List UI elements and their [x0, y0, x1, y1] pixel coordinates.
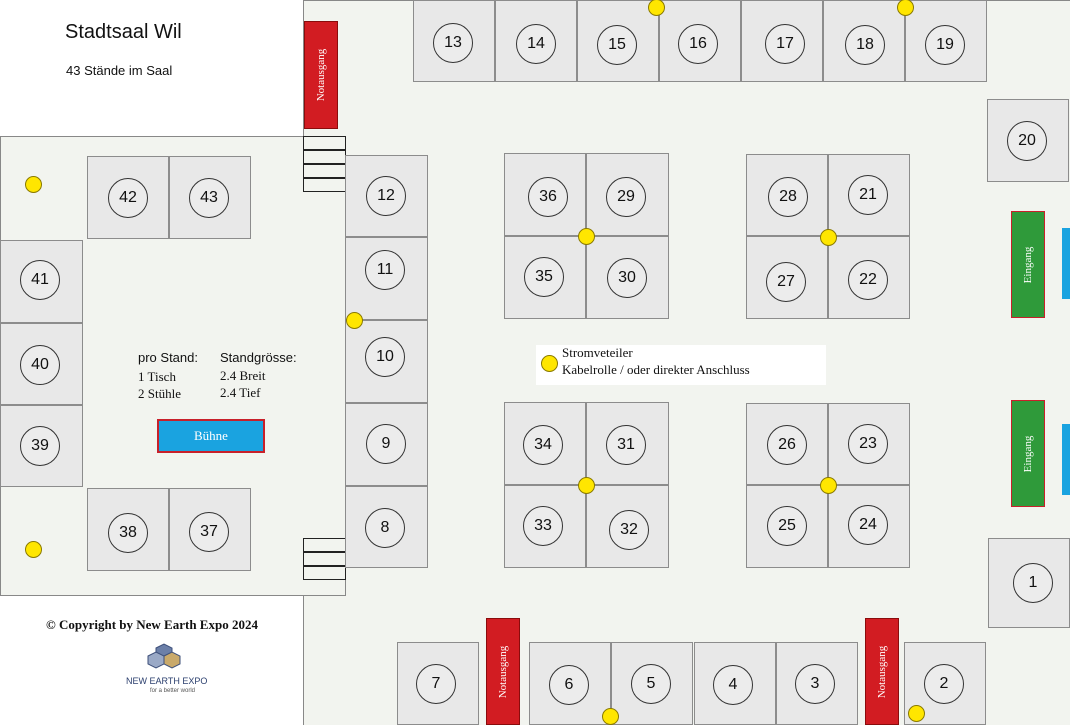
booth-number: 13: [433, 23, 473, 63]
booth-number: 29: [606, 177, 646, 217]
legend-line1: Stromveteiler: [562, 345, 633, 360]
booth-number: 24: [848, 505, 888, 545]
stairs-lower: [303, 538, 346, 552]
entrance-upper: Eingang: [1011, 211, 1045, 318]
booth-number: 16: [678, 24, 718, 64]
booth-number: 33: [523, 506, 563, 546]
booth-number: 2: [924, 664, 964, 704]
booth-number: 5: [631, 664, 671, 704]
entrance-label: Eingang: [1022, 435, 1034, 472]
booth-number: 36: [528, 177, 568, 217]
booth-number: 26: [767, 425, 807, 465]
per-stand-line: 2 Stühle: [138, 386, 181, 401]
booth-number: 34: [523, 425, 563, 465]
booth-number: 20: [1007, 121, 1047, 161]
booth-number: 7: [416, 664, 456, 704]
entrance-lower: Eingang: [1011, 400, 1045, 507]
page-subtitle: 43 Stände im Saal: [66, 63, 173, 78]
stairs-upper: [303, 164, 346, 178]
power-outlet-icon: [577, 227, 595, 245]
per-stand-title: pro Stand:: [138, 350, 198, 365]
power-outlet-icon: [24, 540, 42, 558]
stage-area: Bühne: [157, 419, 265, 453]
logo-name: NEW EARTH EXPO: [126, 676, 208, 686]
booth-number: 3: [795, 664, 835, 704]
booth-number: 21: [848, 175, 888, 215]
legend-box: Stromveteiler Kabelrolle / oder direkter…: [536, 345, 826, 385]
power-outlet-icon: [896, 0, 914, 16]
emergency-exit-top: Notausgang: [304, 21, 338, 129]
logo: NEW EARTH EXPO for a better world: [122, 642, 208, 700]
legend-line2: Kabelrolle / oder direkter Anschluss: [562, 362, 750, 377]
booth-number: 31: [606, 425, 646, 465]
booth-number: 25: [767, 506, 807, 546]
booth-number: 28: [768, 177, 808, 217]
stairs-upper: [303, 178, 346, 192]
booth-number: 6: [549, 665, 589, 705]
booth: [0, 405, 83, 487]
stage-label: Bühne: [194, 428, 228, 443]
booth-number: 1: [1013, 563, 1053, 603]
entrance-label: Eingang: [1022, 246, 1034, 283]
per-stand-line: 1 Tisch: [138, 369, 176, 384]
booth-number: 11: [365, 250, 405, 290]
stand-size-line: 2.4 Tief: [220, 385, 261, 400]
stairs-lower: [303, 566, 346, 580]
power-outlet-legend-icon: [541, 355, 558, 372]
booth-number: 15: [597, 25, 637, 65]
power-outlet-icon: [907, 704, 925, 722]
logo-tagline: for a better world: [150, 688, 196, 694]
booth-number: 10: [365, 337, 405, 377]
stairs-upper: [303, 150, 346, 164]
booth-number: 32: [609, 510, 649, 550]
stand-size-title: Standgrösse:: [220, 350, 297, 365]
booth-number: 27: [766, 262, 806, 302]
door-marker-upper: [1062, 228, 1070, 299]
booth-number: 18: [845, 25, 885, 65]
booth-number: 8: [365, 508, 405, 548]
booth-number: 39: [20, 426, 60, 466]
booth-number: 9: [366, 424, 406, 464]
stairs-lower: [303, 552, 346, 566]
power-outlet-icon: [647, 0, 665, 16]
emergency-exit-label: Notausgang: [497, 645, 509, 698]
booth-number: 22: [848, 260, 888, 300]
logo-icon: [147, 643, 181, 669]
booth-number: 23: [848, 424, 888, 464]
booth-number: 37: [189, 512, 229, 552]
booth: [345, 155, 428, 237]
booth-number: 19: [925, 25, 965, 65]
emergency-exit-bottom-left: Notausgang: [486, 618, 520, 725]
power-outlet-icon: [345, 311, 363, 329]
booth-number: 4: [713, 665, 753, 705]
copyright: © Copyright by New Earth Expo 2024: [46, 617, 258, 632]
booth-number: 17: [765, 24, 805, 64]
power-outlet-icon: [819, 228, 837, 246]
booth-number: 14: [516, 24, 556, 64]
emergency-exit-bottom-right: Notausgang: [865, 618, 899, 725]
booth-number: 42: [108, 178, 148, 218]
booth-number: 12: [366, 176, 406, 216]
booth-number: 40: [20, 345, 60, 385]
power-outlet-icon: [819, 476, 837, 494]
power-outlet-icon: [24, 175, 42, 193]
stairs-upper: [303, 136, 346, 150]
door-marker-lower: [1062, 424, 1070, 495]
stand-size-line: 2.4 Breit: [220, 368, 266, 383]
emergency-exit-label: Notausgang: [876, 645, 888, 698]
booth-number: 38: [108, 513, 148, 553]
power-outlet-icon: [577, 476, 595, 494]
booth-number: 30: [607, 258, 647, 298]
booth: [746, 485, 828, 568]
booth-number: 35: [524, 257, 564, 297]
page-title: Stadtsaal Wil: [65, 21, 182, 43]
booth-number: 41: [20, 260, 60, 300]
power-outlet-icon: [601, 707, 619, 725]
booth: [746, 236, 828, 319]
booth-number: 43: [189, 178, 229, 218]
emergency-exit-label: Notausgang: [315, 48, 327, 102]
